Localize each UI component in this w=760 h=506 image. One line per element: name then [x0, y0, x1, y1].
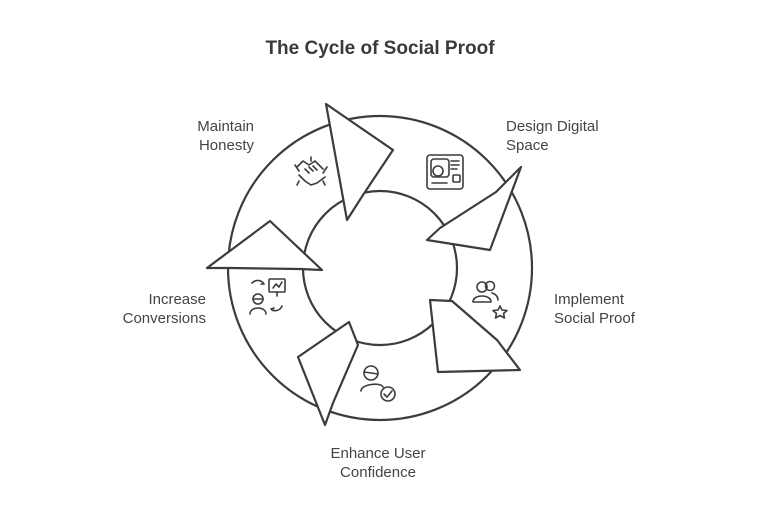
- arrow-increase-to-maintain: [205, 219, 324, 272]
- users-star-icon: [472, 280, 508, 319]
- arrow-implement-to-enhance: [428, 298, 522, 374]
- user-check-icon: [360, 365, 396, 402]
- arrow-enhance-to-increase: [296, 320, 360, 427]
- user-chart-icon: [249, 278, 286, 315]
- arrow-maintain-to-design: [324, 102, 395, 222]
- handshake-icon: [294, 156, 328, 186]
- digital-space-icon: [426, 154, 464, 190]
- arrow-design-to-implement: [425, 165, 523, 252]
- diagram-title: The Cycle of Social Proof: [265, 38, 495, 59]
